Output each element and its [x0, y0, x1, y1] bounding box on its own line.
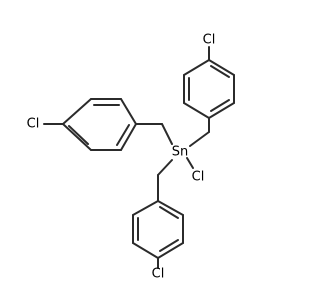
ring-bond: [132, 200, 159, 216]
molecule-structure: Cl Cl Cl Sn Cl: [27, 33, 235, 282]
double-bond-inner: [159, 239, 179, 252]
ring-bond: [62, 123, 92, 151]
ring-bond: [120, 98, 137, 125]
atom-cl-top: Cl: [203, 33, 216, 48]
double-bond-inner: [68, 125, 89, 145]
bond: [161, 123, 173, 145]
bond: [189, 131, 210, 147]
atom-cl-left: Cl: [27, 117, 40, 132]
atom-cl-bottom: Cl: [152, 267, 165, 282]
ring-bond: [208, 102, 235, 119]
double-bond-inner: [159, 206, 179, 219]
sn-cl-bond: [186, 157, 194, 169]
ring-bond: [157, 242, 184, 259]
top-chlorobenzyl-group: [183, 46, 235, 147]
left-chlorobenzyl-group: [43, 98, 173, 151]
ring-bond: [132, 242, 159, 259]
ring-bond: [183, 102, 210, 119]
ring-bond: [183, 59, 210, 76]
double-bond-inner: [116, 124, 130, 146]
double-bond-inner: [210, 65, 230, 78]
ring-bond: [208, 59, 235, 76]
ring-bond: [157, 200, 184, 216]
atom-sn: Sn: [172, 145, 189, 160]
structure-canvas: Cl Cl Cl Sn Cl: [27, 33, 235, 282]
ring-bond: [120, 123, 137, 151]
bottom-chlorobenzyl-group: [132, 159, 184, 269]
ring-bond: [62, 98, 92, 125]
double-bond-inner: [210, 99, 230, 112]
bond: [157, 159, 173, 176]
atom-cl-on-sn: Cl: [192, 170, 205, 185]
